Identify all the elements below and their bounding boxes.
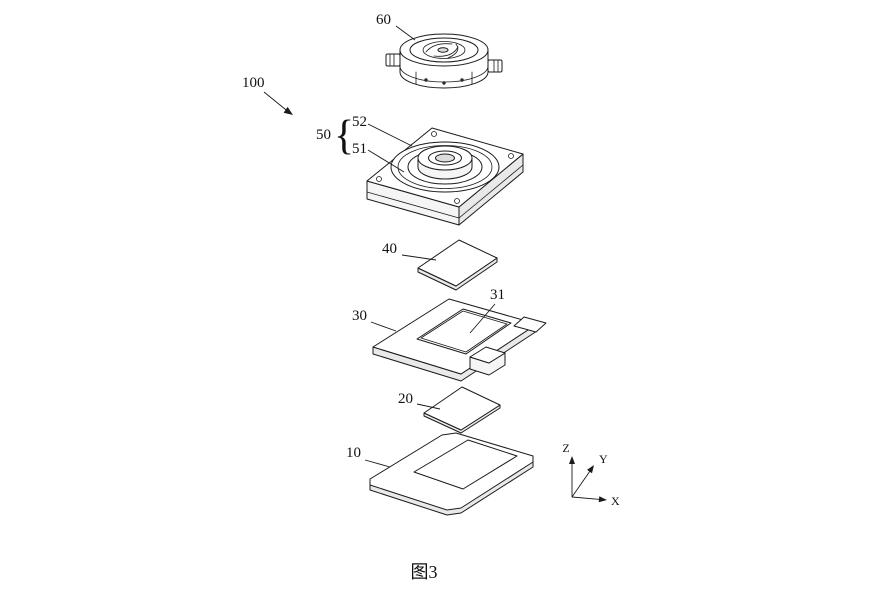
chip-top-face — [423, 386, 501, 431]
label-brace: { — [334, 113, 354, 159]
label-10: 10 — [346, 445, 361, 461]
z-axis-arrowhead — [569, 456, 575, 464]
ref-label-100: 100 — [242, 75, 293, 115]
label-50: 50 — [316, 127, 331, 143]
substrate-die-area — [413, 439, 518, 490]
part-40-filter: 40 — [382, 239, 498, 291]
screw-dot — [460, 78, 464, 82]
arrowhead-100 — [283, 106, 293, 115]
label-100: 100 — [242, 75, 265, 91]
part-20-chip: 20 — [398, 386, 501, 434]
leader-31 — [469, 303, 496, 334]
part-60-drive-unit: 60 — [376, 12, 503, 89]
label-31: 31 — [490, 287, 505, 303]
bracket-window-opening — [416, 308, 512, 355]
lens-inner — [435, 153, 455, 163]
label-40: 40 — [382, 241, 397, 257]
bracket-side-tab — [513, 316, 547, 333]
corner-post — [376, 176, 382, 182]
coordinate-axes: Z Y X — [562, 441, 620, 508]
corner-post — [431, 131, 437, 137]
leader-52 — [367, 123, 413, 147]
y-axis-line — [571, 470, 591, 498]
x-axis-line — [571, 496, 601, 500]
label-60: 60 — [376, 12, 391, 28]
screw-dot — [424, 78, 428, 82]
aperture-spiral-blades — [425, 43, 459, 59]
filter-top-face — [417, 239, 498, 287]
label-52: 52 — [352, 114, 367, 130]
x-axis-arrowhead — [598, 496, 607, 503]
corner-post — [508, 153, 514, 159]
y-axis-label: Y — [599, 452, 608, 466]
aperture-ring — [422, 41, 466, 59]
corner-post — [454, 198, 460, 204]
bracket-window-inner-line — [420, 310, 508, 353]
label-30: 30 — [352, 308, 367, 324]
screw-dot — [442, 81, 446, 85]
leader-30 — [370, 321, 397, 332]
leader-51 — [367, 149, 405, 173]
part-10-substrate: 10 — [346, 432, 534, 516]
y-axis-arrowhead — [587, 465, 594, 474]
housing-seam — [366, 164, 524, 219]
side-tab-left — [385, 53, 401, 67]
side-tab-right — [487, 59, 503, 73]
part-30-bracket: 30 31 — [352, 287, 547, 382]
label-20: 20 — [398, 391, 413, 407]
leader-10 — [364, 459, 391, 468]
z-axis-label: Z — [562, 441, 569, 455]
part-50-housing: 50 { 52 51 — [316, 113, 524, 226]
label-51: 51 — [352, 141, 367, 157]
figure-caption: 图3 — [411, 562, 438, 582]
x-axis-label: X — [611, 494, 620, 508]
bracket-connector-block — [469, 346, 506, 376]
leader-100 — [263, 91, 289, 112]
leader-60 — [395, 25, 416, 41]
leader-20 — [416, 403, 441, 410]
aperture-center — [437, 47, 449, 53]
leader-40 — [401, 254, 437, 261]
